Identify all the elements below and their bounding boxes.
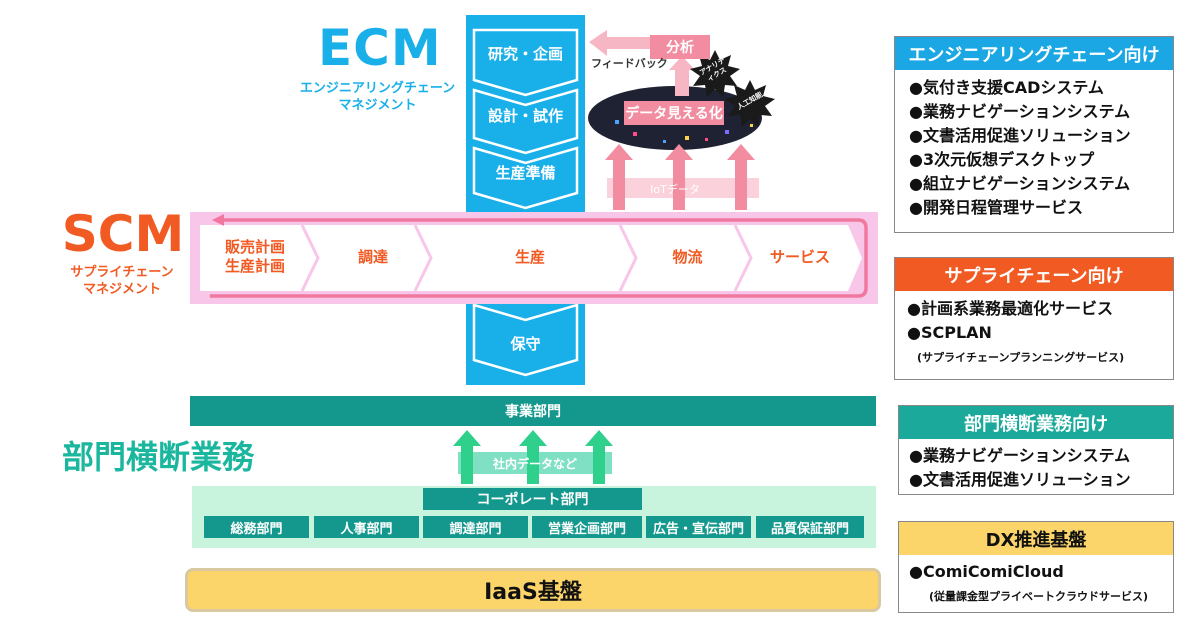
sub-dept-hr: 人事部門: [314, 516, 419, 538]
scm-subtitle-line2: マネジメント: [82, 282, 161, 297]
ecm-chevron-3: [472, 146, 579, 210]
internal-data-label: 社内データなど: [492, 456, 577, 471]
internal-data-arrows: [453, 430, 613, 484]
scm-step-service: サービス: [769, 247, 830, 266]
ecm-column: [466, 15, 585, 215]
panel-supply-chain: サプライチェーン向け ●計画系業務最適化サービス ●SCPLAN (サプライチェ…: [894, 257, 1174, 380]
sub-dept-advertising: 広告・宣伝部門: [646, 516, 751, 538]
scm-step-planning-line1: 販売計画: [224, 238, 285, 256]
analytics-badge: [690, 50, 740, 97]
feedback-label: フィードバック: [591, 57, 668, 70]
cross-department-title: 部門横断業務: [62, 438, 255, 476]
ecm-step-maintenance: 保守: [510, 334, 541, 353]
analysis-up-arrow: [675, 66, 689, 96]
panel-dx-platform-item: ●ComiComiCloud: [909, 562, 1064, 581]
ai-badge: [725, 80, 775, 127]
ecm-chevron-2: [472, 88, 579, 155]
panel-supply-chain-item: ●計画系業務最適化サービス: [907, 299, 1113, 318]
ecm-subtitle-line2: マネジメント: [338, 98, 417, 113]
ecm-step-design: 設計・試作: [487, 106, 563, 125]
sub-dept-quality: 品質保証部門: [756, 516, 864, 538]
panel-dx-platform: DX推進基盤 ●ComiComiCloud (従量課金型プライベートクラウドサー…: [898, 521, 1174, 613]
ecm-step-prep: 生産準備: [495, 163, 556, 182]
scm-step-planning-line2: 生産計画: [224, 257, 285, 275]
panel-engineering-item: ●組立ナビゲーションシステム: [909, 174, 1131, 193]
panel-cross-department-item: ●文書活用促進ソリューション: [909, 470, 1131, 489]
feedback-arrow: [589, 30, 655, 56]
panel-engineering: エンジニアリングチェーン向け ●気付き支援CADシステム ●業務ナビゲーションシ…: [894, 36, 1174, 233]
scm-step-production: 生産: [514, 247, 545, 266]
panel-engineering-header: エンジニアリングチェーン向け: [895, 37, 1173, 70]
analysis-label: 分析: [650, 35, 710, 59]
iaas-bar: IaaS基盤: [185, 568, 881, 612]
business-dept-bar: 事業部門: [190, 396, 876, 426]
visualization-label: データ見える化: [624, 101, 724, 125]
sub-dept-procurement: 調達部門: [423, 516, 528, 538]
ecm-title: ECM: [318, 19, 442, 77]
scm-title: SCM: [61, 205, 185, 263]
panel-supply-chain-note: (サプライチェーンプランニングサービス): [917, 351, 1125, 364]
scm-flow: [200, 214, 868, 298]
iot-arrows: [605, 144, 755, 210]
scm-subtitle: サプライチェーン マネジメント: [52, 264, 192, 298]
panel-engineering-item: ●文書活用促進ソリューション: [909, 126, 1131, 145]
panel-cross-department: 部門横断業務向け ●業務ナビゲーションシステム ●文書活用促進ソリューション: [898, 405, 1174, 495]
panel-supply-chain-item: ●SCPLAN: [907, 323, 992, 342]
corporate-dept-bar: コーポレート部門: [423, 488, 642, 510]
scm-white-arrow: [200, 225, 862, 291]
panel-engineering-item: ●気付き支援CADシステム: [909, 78, 1104, 97]
ecm-chevron-1: [472, 28, 579, 97]
scm-subtitle-line1: サプライチェーン: [70, 265, 174, 280]
panel-dx-platform-note: (従量課金型プライベートクラウドサービス): [929, 590, 1149, 603]
ecm-chevron-4: [472, 303, 579, 377]
ecm-chevrons: [472, 28, 579, 377]
ecm-column-lower: [466, 296, 585, 385]
panel-engineering-item: ●開発日程管理サービス: [909, 198, 1083, 217]
panel-dx-platform-header: DX推進基盤: [899, 522, 1173, 555]
sub-dept-sales-planning: 営業企画部門: [532, 516, 642, 538]
scm-step-logistics: 物流: [672, 247, 703, 266]
panel-engineering-item: ●業務ナビゲーションシステム: [909, 102, 1131, 121]
panel-engineering-item: ●3次元仮想デスクトップ: [909, 150, 1095, 169]
scm-loop-line: [210, 218, 868, 298]
iot-label: IoTデータ: [650, 183, 700, 196]
scm-step-planning: 販売計画 生産計画: [205, 225, 305, 289]
scm-step-procurement: 調達: [357, 247, 388, 266]
sub-dept-general-affairs: 総務部門: [204, 516, 309, 538]
ecm-subtitle-line1: エンジニアリングチェーン: [299, 81, 456, 96]
ecm-subtitle: エンジニアリングチェーン マネジメント: [285, 80, 470, 114]
panel-cross-department-item: ●業務ナビゲーションシステム: [909, 446, 1131, 465]
panel-cross-department-header: 部門横断業務向け: [899, 406, 1173, 439]
panel-supply-chain-header: サプライチェーン向け: [895, 258, 1173, 291]
ecm-step-research: 研究・企画: [487, 44, 563, 63]
